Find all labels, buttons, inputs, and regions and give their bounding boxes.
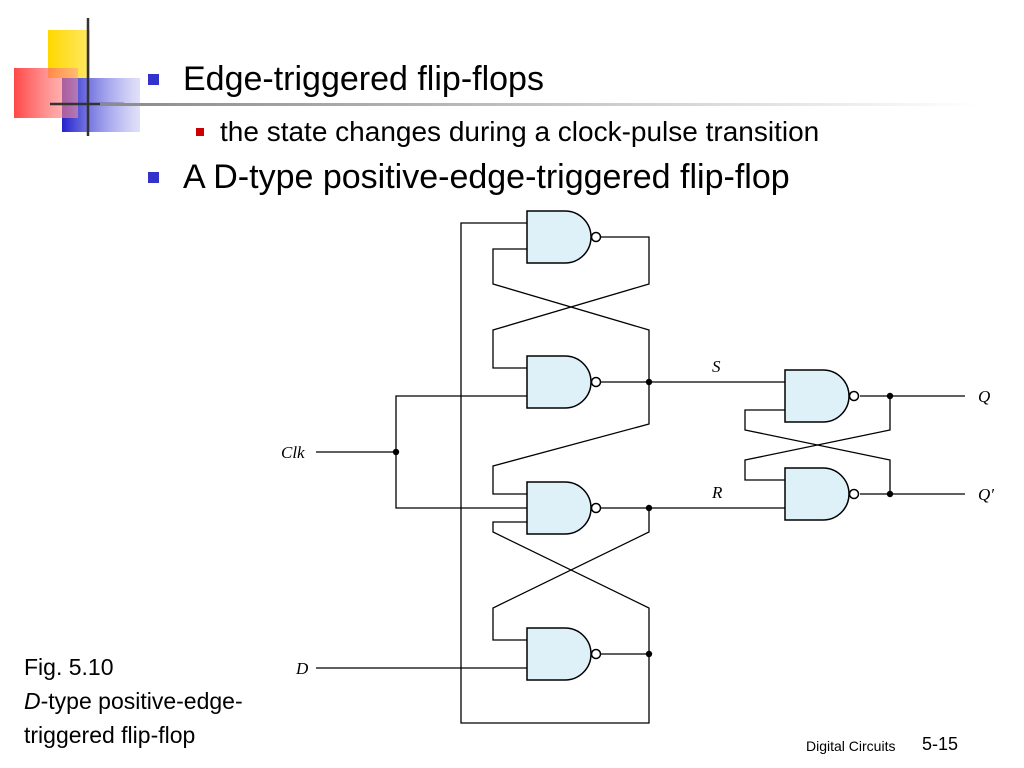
label-r: R [711, 483, 723, 502]
bullet-text: Edge-triggered flip-flops [183, 60, 544, 98]
caption-desc-line-1: D-type positive-edge- [24, 684, 243, 718]
wire-r-to-g4 [492, 508, 650, 641]
nand-gate-2-bubble [590, 376, 602, 388]
title-underline [100, 103, 980, 106]
footer-course-name: Digital Circuits [806, 738, 896, 754]
sub-bullet-square-icon [196, 128, 204, 136]
wire-s-to-g3 [492, 382, 650, 495]
label-q-prime: Q′ [978, 485, 994, 504]
wire-qprime-feedback [744, 409, 891, 494]
junction-dot [645, 378, 653, 386]
caption-fig-number: Fig. 5.10 [24, 654, 114, 680]
junction-dot [886, 490, 894, 498]
wire-g4-to-g3 [492, 521, 650, 655]
bullet-edge-triggered: Edge-triggered flip-flops [148, 60, 544, 99]
nand-gate-5-bubble [848, 390, 860, 402]
wire-g2-to-g1 [492, 248, 650, 382]
nand-gate-6 [784, 467, 850, 521]
label-d: D [295, 659, 309, 678]
caption-desc-text: -type positive-edge- [40, 688, 243, 714]
junction-dot [645, 504, 653, 512]
junction-dot [645, 650, 653, 658]
caption-d-letter: D [24, 688, 41, 714]
nand-gate-1 [526, 210, 592, 264]
nand-gate-1-bubble [590, 231, 602, 243]
nand-gate-3 [526, 481, 592, 535]
bullet-square-icon [148, 74, 159, 85]
junction-dot [886, 392, 894, 400]
bullet-square-icon [148, 172, 159, 183]
nand-gate-2 [526, 355, 592, 409]
nand-gate-4 [526, 627, 592, 681]
nand-gate-4-bubble [590, 648, 602, 660]
footer-page-number: 5-15 [922, 734, 959, 754]
nand-gate-6-bubble [848, 488, 860, 500]
label-clk: Clk [281, 443, 305, 462]
wire-q-feedback [744, 396, 891, 481]
logo-red-square [14, 68, 78, 118]
label-q: Q [978, 387, 990, 406]
bullet-d-type: A D-type positive-edge-triggered flip-fl… [148, 158, 790, 197]
outer-feedback-wire [460, 222, 650, 724]
nand-gate-3-bubble [590, 502, 602, 514]
junction-dot [392, 448, 400, 456]
caption-desc-line-2: triggered flip-flop [24, 722, 196, 748]
figure-caption: Fig. 5.10 D-type positive-edge- triggere… [24, 650, 243, 752]
label-s: S [712, 357, 721, 376]
bullet-text: A D-type positive-edge-triggered flip-fl… [183, 158, 790, 196]
sub-bullet-state-changes: the state changes during a clock-pulse t… [196, 116, 819, 148]
sub-bullet-text: the state changes during a clock-pulse t… [220, 116, 820, 147]
nand-gate-5 [784, 369, 850, 423]
